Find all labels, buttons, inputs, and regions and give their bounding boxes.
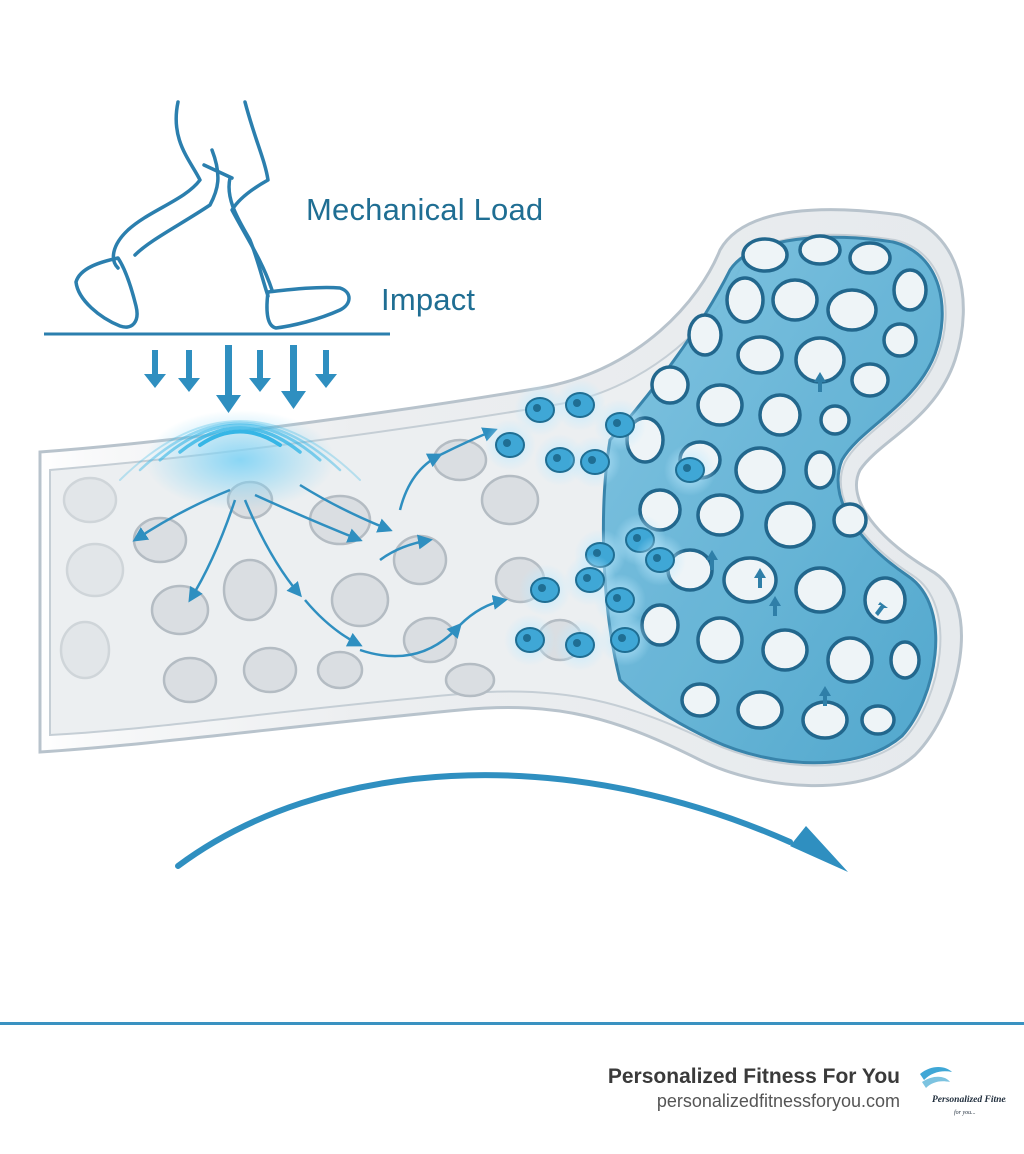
impact-label: Impact — [381, 282, 476, 317]
osteocyte-cell-icon — [554, 379, 606, 431]
osteocyte-cells — [484, 379, 716, 671]
osteocyte-cell-icon — [519, 564, 571, 616]
osteocyte-cell-icon — [514, 384, 566, 436]
progression-arrow — [175, 772, 793, 869]
brand-logo: Personalized Fitness for you... — [920, 1067, 1006, 1116]
brand-name: Personalized Fitness For You — [607, 1065, 900, 1088]
osteocyte-cell-icon — [664, 444, 716, 496]
osteocyte-cell-icon — [599, 614, 651, 666]
osteocyte-cell-icon — [634, 534, 686, 586]
logo-swoosh-icon — [920, 1067, 952, 1080]
osteocyte-cell-icon — [594, 574, 646, 626]
brand-url[interactable]: personalizedfitnessforyou.com — [656, 1091, 900, 1111]
impact-glow — [145, 410, 335, 510]
signal-arrows — [132, 427, 508, 658]
logo-subtext: for you... — [954, 1109, 976, 1116]
osteocyte-cell-icon — [569, 436, 621, 488]
mechanical-load-label: Mechanical Load — [306, 192, 544, 227]
bone-remodeling-illustration — [38, 100, 965, 872]
trabecular-pores — [625, 234, 928, 740]
impact-arrow-icon — [144, 345, 337, 413]
shoe-icon — [265, 285, 351, 330]
shockwave-rings — [119, 420, 361, 481]
bone — [38, 208, 965, 788]
osteocyte-cell-icon — [594, 399, 646, 451]
osteocyte-cell-icon — [504, 614, 556, 666]
walking-legs-icon — [74, 100, 351, 330]
logo-text: Personalized Fitness — [932, 1095, 1006, 1105]
osteocyte-cell-icon — [484, 419, 536, 471]
osteocyte-cell-icon — [554, 619, 606, 671]
logo-swoosh-icon — [922, 1076, 950, 1088]
progression-arrow-head — [790, 826, 848, 872]
growth-arrow-icon — [706, 372, 888, 706]
shoe-icon — [74, 256, 139, 329]
footer-divider — [0, 1022, 1024, 1025]
